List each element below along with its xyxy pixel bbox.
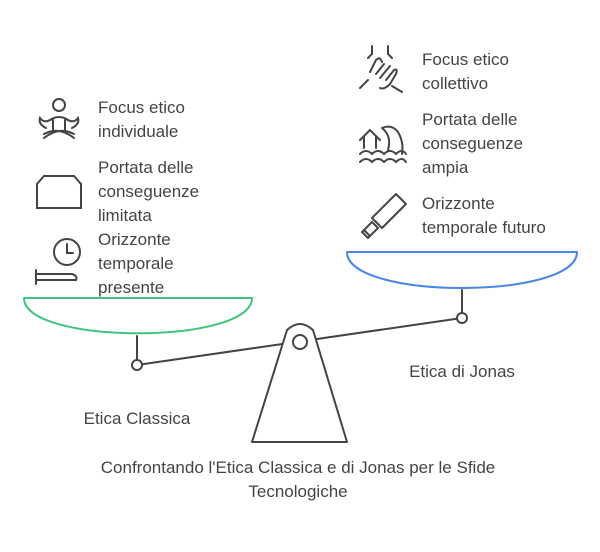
item-line: individuale	[98, 122, 179, 141]
right-pan	[346, 251, 578, 289]
right-item-future-horizon: Orizzonte temporale futuro	[422, 192, 546, 240]
item-line: presente	[98, 278, 165, 297]
item-line: limitata	[98, 206, 152, 225]
fulcrum-pivot	[292, 334, 308, 350]
title-line: Confrontando l'Etica Classica e di Jonas…	[100, 458, 496, 477]
item-line: Focus etico	[422, 50, 509, 69]
right-label: Etica di Jonas	[409, 362, 515, 381]
item-line: temporale	[98, 254, 174, 273]
left-item-individual-focus: Focus etico individuale	[98, 96, 185, 144]
diagram-title: Confrontando l'Etica Classica e di Jonas…	[0, 456, 596, 504]
right-item-broad-scope: Portata delle conseguenze ampia	[422, 108, 523, 180]
left-pan	[23, 297, 253, 335]
right-joint	[456, 312, 468, 324]
flood-wave-icon	[359, 125, 407, 164]
rounded-rectangle-icon	[36, 175, 82, 209]
item-line: conseguenze	[98, 182, 200, 201]
right-item-collective-focus: Focus etico collettivo	[422, 48, 509, 96]
telescope-icon	[361, 193, 407, 239]
item-line: temporale futuro	[422, 218, 546, 237]
item-line: Portata delle	[98, 158, 194, 177]
stacked-hands-icon	[359, 45, 403, 93]
meditation-icon	[38, 98, 80, 139]
bed-clock-icon	[35, 238, 81, 285]
title-line: Tecnologiche	[248, 482, 348, 501]
item-line: ampia	[422, 158, 469, 177]
item-line: conseguenze	[422, 134, 524, 153]
item-line: collettivo	[422, 74, 489, 93]
fulcrum	[251, 323, 348, 443]
left-joint	[131, 359, 143, 371]
left-label: Etica Classica	[83, 409, 191, 428]
item-line: Focus etico	[98, 98, 185, 117]
left-item-present-horizon: Orizzonte temporale presente	[98, 228, 174, 300]
item-line: Orizzonte	[422, 194, 495, 213]
left-item-limited-scope: Portata delle conseguenze limitata	[98, 156, 199, 228]
item-line: Orizzonte	[98, 230, 171, 249]
item-line: Portata delle	[422, 110, 518, 129]
